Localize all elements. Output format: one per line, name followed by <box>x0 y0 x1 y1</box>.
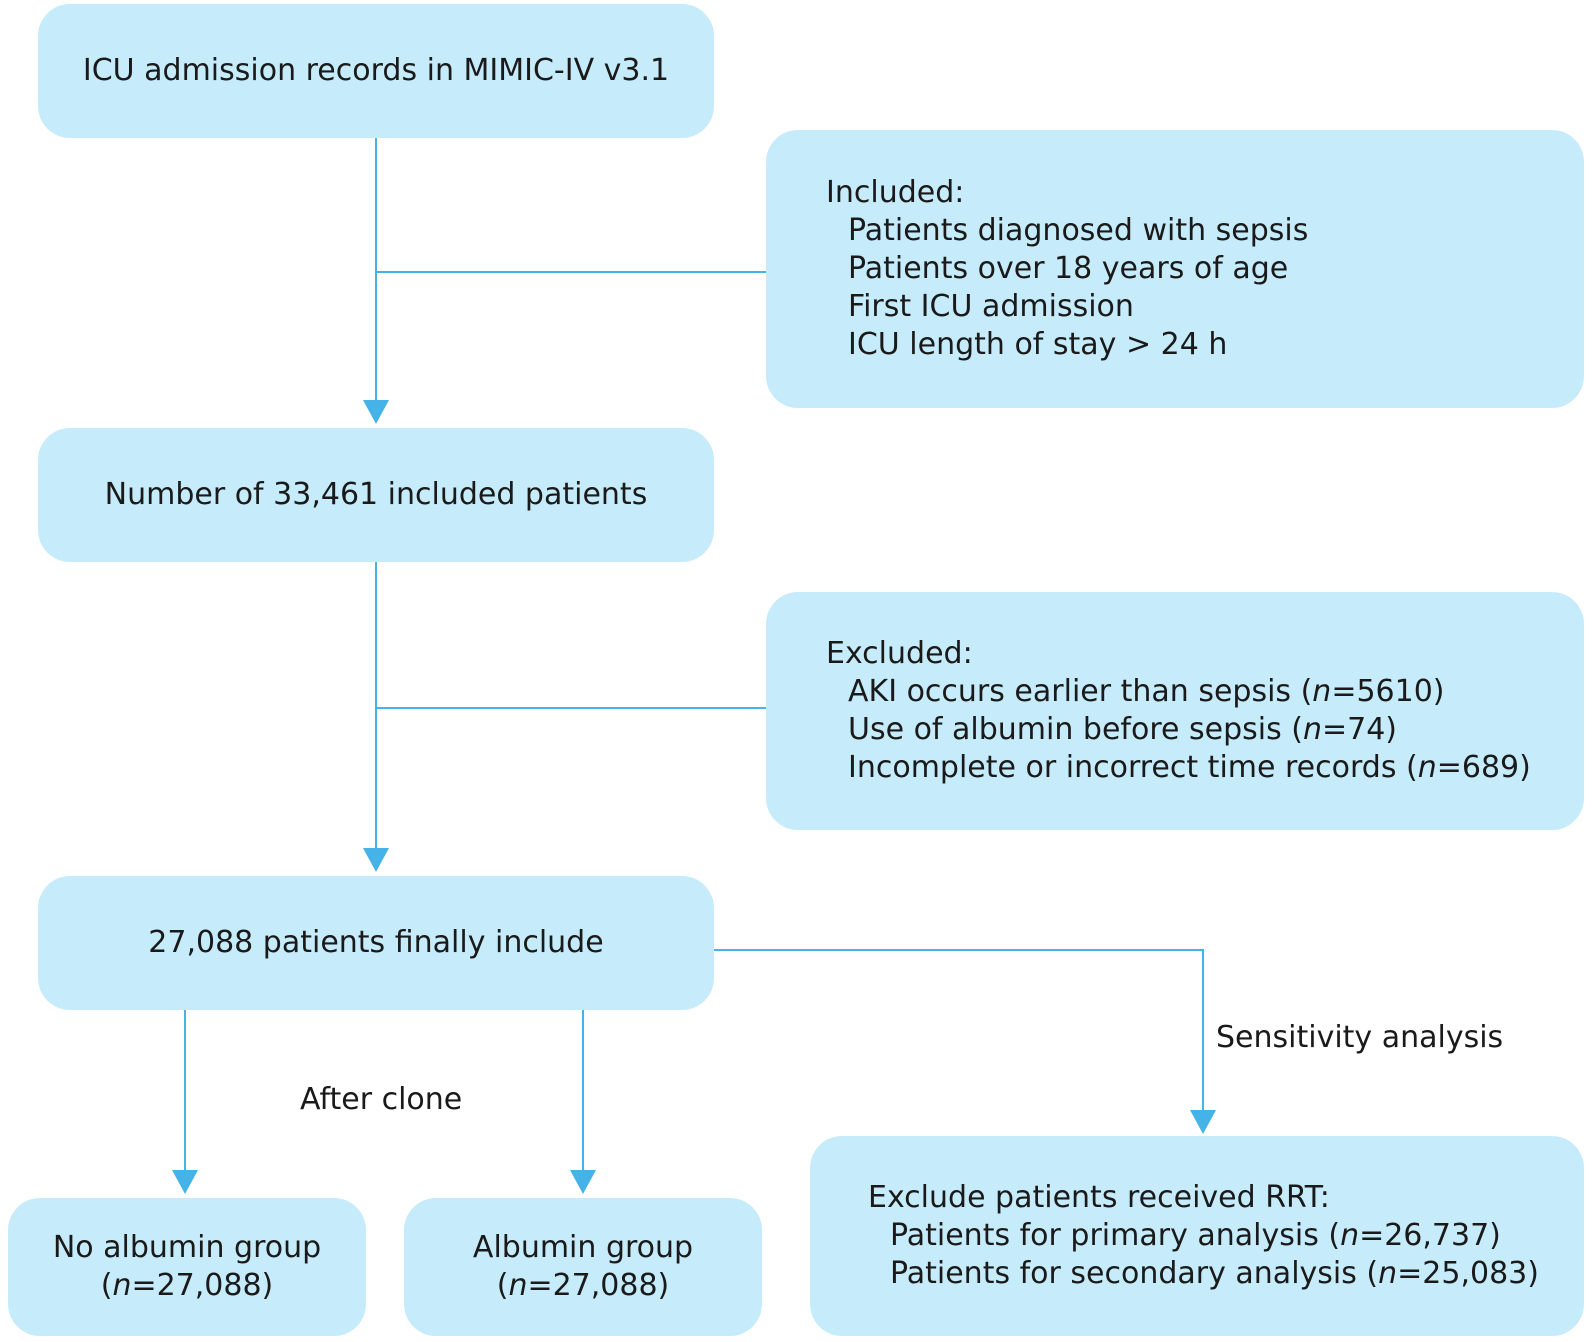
arrowhead-2 <box>363 848 389 872</box>
rrt-box: Exclude patients received RRT: Patients … <box>810 1136 1584 1336</box>
albumin-box: Albumin group (n=27,088) <box>404 1198 762 1336</box>
arrowhead-3 <box>172 1170 198 1194</box>
albumin-count: (n=27,088) <box>496 1268 670 1303</box>
included-count-text: Number of 33,461 included patients <box>104 477 648 512</box>
arrow-sensitivity <box>714 949 1204 1110</box>
arrowhead-4 <box>570 1170 596 1194</box>
inclusion-heading: Included: <box>826 175 965 210</box>
rrt-heading: Exclude patients received RRT: <box>868 1180 1330 1215</box>
final-text: 27,088 patients finally include <box>148 925 604 960</box>
sensitivity-analysis-label: Sensitivity analysis <box>1216 1020 1504 1055</box>
included-count-box: Number of 33,461 included patients <box>38 428 714 562</box>
exclusion-box: Excluded: AKI occurs earlier than sepsis… <box>766 592 1584 830</box>
source-text: ICU admission records in MIMIC-IV v3.1 <box>82 53 670 88</box>
exclusion-item: Use of albumin before sepsis (n=74) <box>848 712 1397 747</box>
after-clone-label: After clone <box>300 1082 463 1117</box>
exclusion-heading: Excluded: <box>826 636 973 671</box>
source-box: ICU admission records in MIMIC-IV v3.1 <box>38 4 714 138</box>
exclusion-item: Incomplete or incorrect time records (n=… <box>848 750 1531 785</box>
no-albumin-box: No albumin group (n=27,088) <box>8 1198 366 1336</box>
exclusion-item: AKI occurs earlier than sepsis (n=5610) <box>848 674 1445 709</box>
albumin-label: Albumin group <box>472 1230 694 1265</box>
inclusion-box: Included: Patients diagnosed with sepsis… <box>766 130 1584 408</box>
no-albumin-count: (n=27,088) <box>100 1268 274 1303</box>
inclusion-item: Patients diagnosed with sepsis <box>848 213 1309 248</box>
no-albumin-label: No albumin group <box>52 1230 322 1265</box>
arrowhead-1 <box>363 400 389 424</box>
inclusion-item: ICU length of stay > 24 h <box>848 327 1228 362</box>
rrt-item: Patients for secondary analysis (n=25,08… <box>890 1256 1539 1291</box>
inclusion-item: First ICU admission <box>848 289 1134 324</box>
rrt-item: Patients for primary analysis (n=26,737) <box>890 1218 1501 1253</box>
inclusion-item: Patients over 18 years of age <box>848 251 1289 286</box>
final-box: 27,088 patients finally include <box>38 876 714 1010</box>
arrowhead-5 <box>1190 1110 1216 1134</box>
